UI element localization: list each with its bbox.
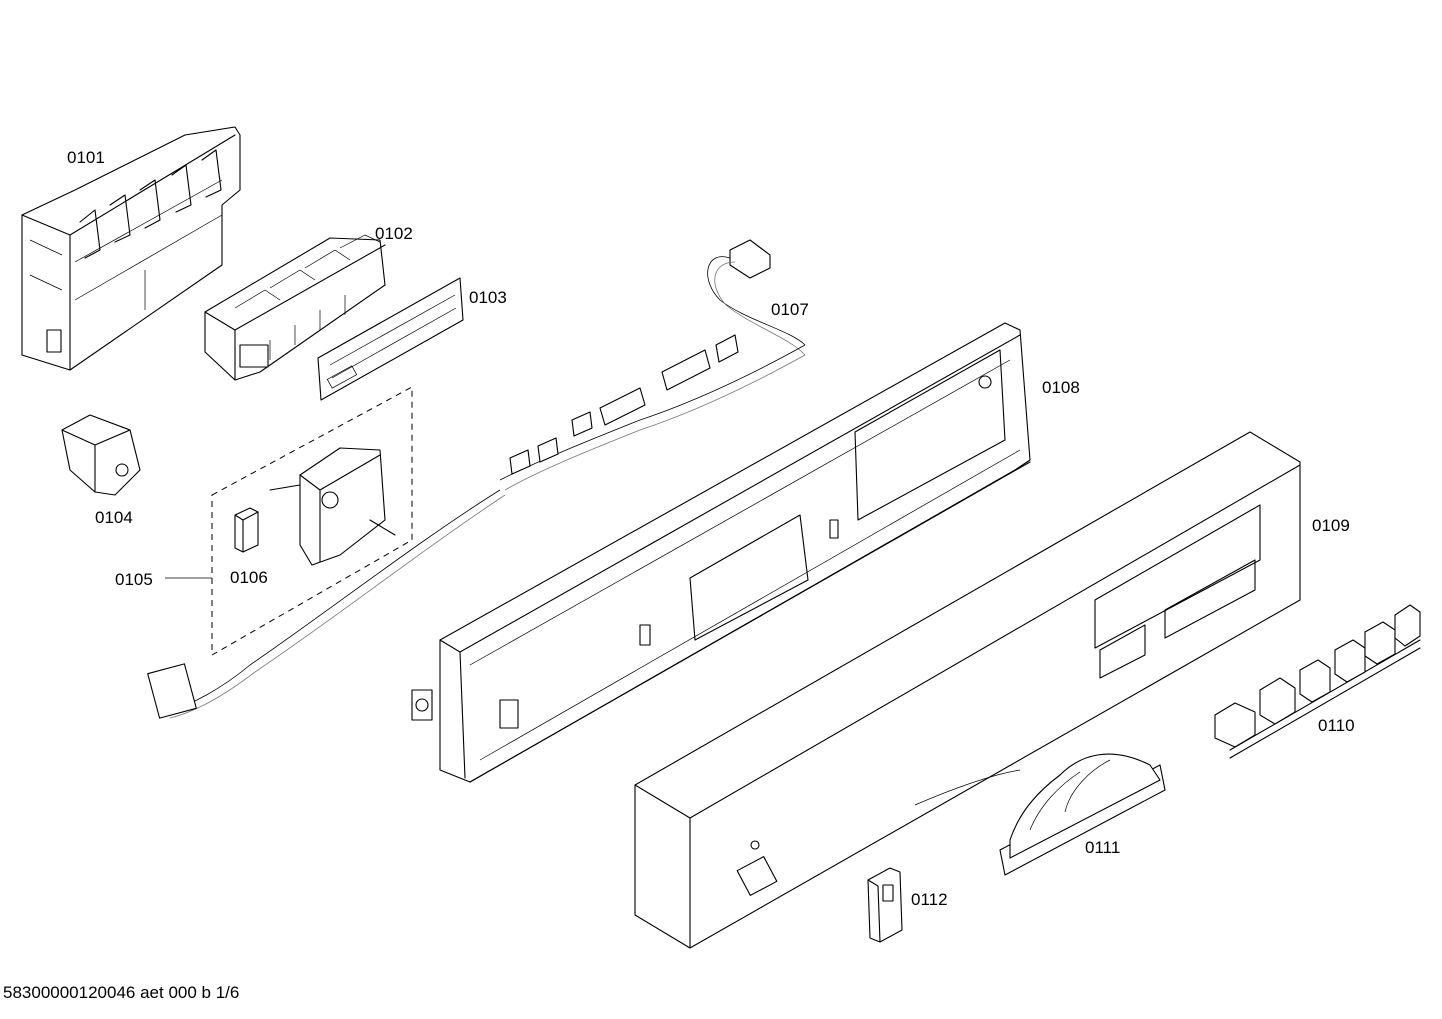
- document-reference: 58300000120046 aet 000 b 1/6: [3, 983, 239, 1002]
- part-0109-control-panel: [634, 431, 1301, 949]
- part-0107-wire-harness: [147, 239, 806, 719]
- label-0103: 0103: [469, 288, 507, 307]
- part-0111-handle: [999, 753, 1166, 876]
- label-0112: 0112: [911, 890, 948, 909]
- part-0106-capacitor: [234, 507, 259, 553]
- label-0109: 0109: [1312, 516, 1350, 535]
- label-0110: 0110: [1318, 716, 1355, 735]
- part-0110-button-strip: [1214, 604, 1421, 759]
- part-0108-mounting-frame: [411, 322, 1031, 783]
- label-0102: 0102: [375, 224, 413, 243]
- part-0112-clip: [867, 867, 903, 943]
- label-0101: 0101: [67, 148, 105, 167]
- part-0105-group: [165, 386, 413, 656]
- part-0104-relay: [61, 414, 141, 496]
- part-0102-switch-block: [204, 234, 386, 381]
- part-0101-control-module: [21, 126, 241, 371]
- label-0105: 0105: [115, 570, 153, 589]
- label-0107: 0107: [771, 300, 809, 319]
- part-0103-label-strip: [317, 277, 464, 401]
- label-0106: 0106: [230, 568, 268, 587]
- label-0104: 0104: [95, 508, 133, 527]
- label-0111: 0111: [1085, 838, 1120, 857]
- label-0108: 0108: [1042, 378, 1080, 397]
